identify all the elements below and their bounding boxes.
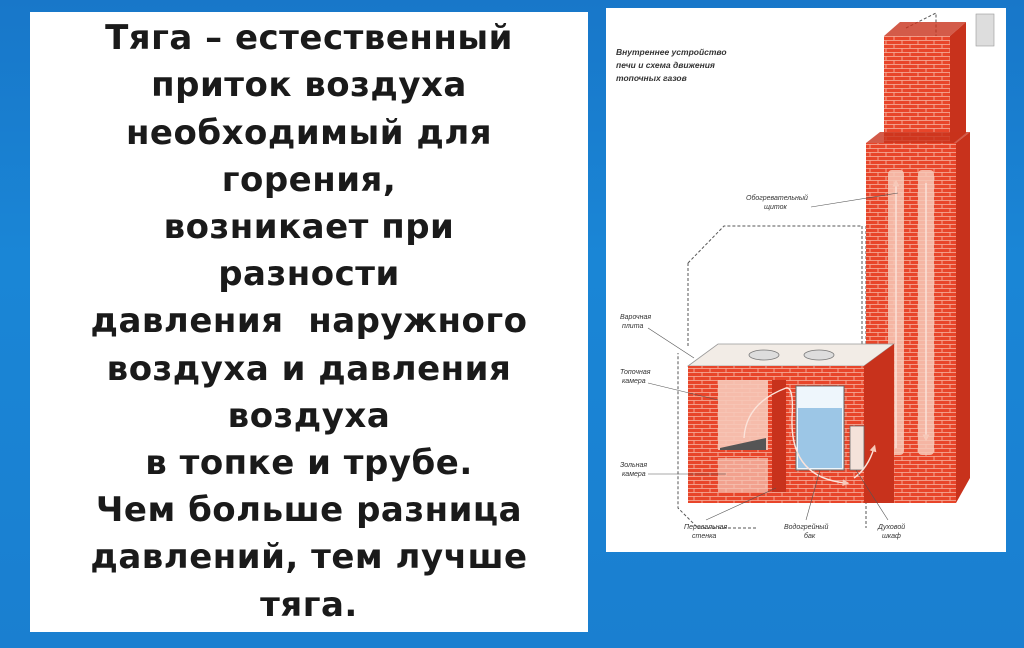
label-line: бак: [804, 532, 816, 540]
label-firebox: Топочная камера: [620, 369, 652, 385]
text-line: горения,: [221, 159, 397, 200]
diagram-title-line: печи и схема движения: [616, 60, 715, 70]
leader-lines: [647, 192, 899, 521]
stove-diagram: Внутреннее устройство печи и схема движе…: [616, 12, 995, 540]
draft-definition-text: Тяга – естественный приток воздуха необх…: [80, 15, 537, 629]
label-line: камера: [622, 471, 646, 478]
text-line: возникает при: [163, 206, 455, 247]
label-line: Духовой: [877, 523, 905, 531]
label-line: стенка: [692, 533, 716, 540]
stove-diagram-panel: Внутреннее устройство печи и схема движе…: [606, 8, 1006, 552]
label-line: Водогрейный: [784, 523, 828, 531]
label-line: плита: [622, 323, 643, 330]
diagram-title: Внутреннее устройство печи и схема движе…: [616, 47, 729, 83]
text-line: приток воздуха: [151, 65, 467, 106]
label-oven: Духовой шкаф: [877, 523, 907, 540]
text-panel: Тяга – естественный приток воздуха необх…: [30, 12, 588, 632]
label-line: Варочная: [620, 314, 651, 321]
text-line: разности: [218, 254, 400, 295]
text-line: необходимый для: [125, 112, 493, 153]
label-heating-shield: Обогревательный щиток: [746, 194, 810, 211]
label-line: Обогревательный: [746, 194, 808, 202]
label-line: щиток: [764, 204, 787, 211]
text-line: давления наружного: [90, 301, 528, 342]
text-line: воздуха: [227, 395, 391, 436]
text-line: в топке и трубе.: [145, 443, 473, 483]
diagram-title-line: Внутреннее устройство: [616, 47, 727, 57]
label-partition-wall: Перевальная стенка: [684, 524, 729, 540]
label-line: камера: [622, 378, 646, 385]
chimney: [884, 13, 995, 146]
text-line: тяга.: [260, 584, 358, 625]
stove-body: [686, 343, 896, 503]
label-cooking-plate: Варочная плита: [620, 314, 653, 330]
text-line: Чем больше разница: [95, 490, 523, 531]
text-line: Тяга – естественный: [105, 18, 513, 59]
text-line: давлений, тем лучше: [90, 537, 528, 578]
label-water-tank: Водогрейный бак: [784, 523, 830, 540]
label-line: шкаф: [882, 533, 901, 540]
text-line: воздуха и давления: [106, 348, 512, 389]
label-line: Перевальная: [684, 524, 727, 531]
diagram-title-line: топочных газов: [616, 73, 687, 83]
label-line: Топочная: [620, 369, 651, 376]
label-line: Зольная: [620, 462, 647, 469]
label-ash-chamber: Зольная камера: [620, 462, 649, 478]
